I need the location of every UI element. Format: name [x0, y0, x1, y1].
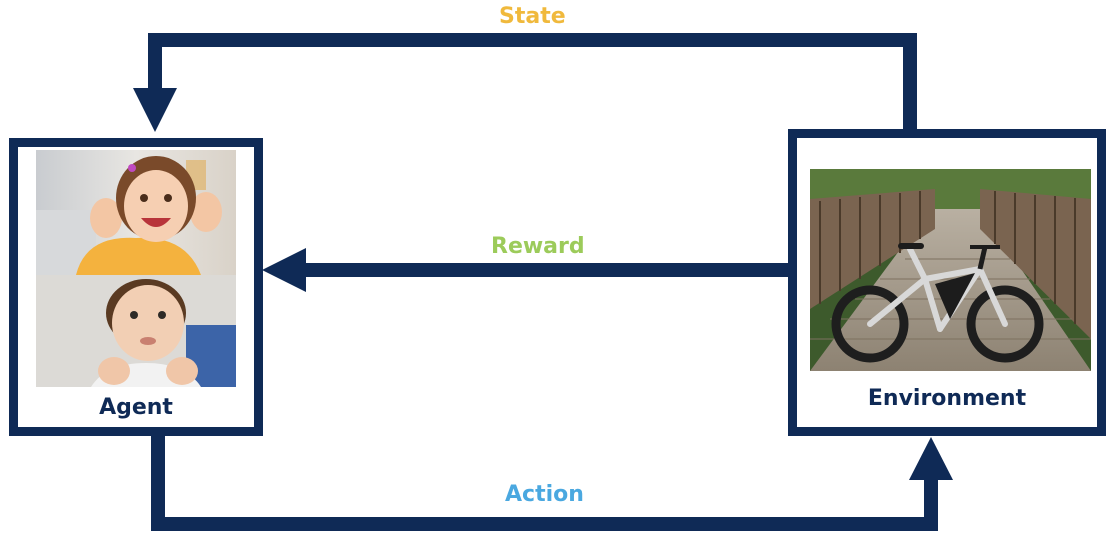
- action-label: Action: [505, 482, 584, 507]
- agent-box: Agent: [9, 138, 263, 436]
- reward-arrow: [262, 248, 792, 292]
- state-label: State: [499, 4, 566, 29]
- state-arrow: [133, 33, 917, 133]
- action-arrow: [151, 430, 953, 531]
- agent-caption: Agent: [99, 395, 173, 420]
- environment-box: Environment: [788, 129, 1106, 436]
- agent-baby-photo-bottom: [36, 275, 236, 387]
- agent-baby-photo-top: [36, 150, 236, 275]
- environment-caption: Environment: [867, 386, 1027, 411]
- environment-bike-bridge-photo: [810, 169, 1091, 371]
- reward-label: Reward: [491, 234, 585, 259]
